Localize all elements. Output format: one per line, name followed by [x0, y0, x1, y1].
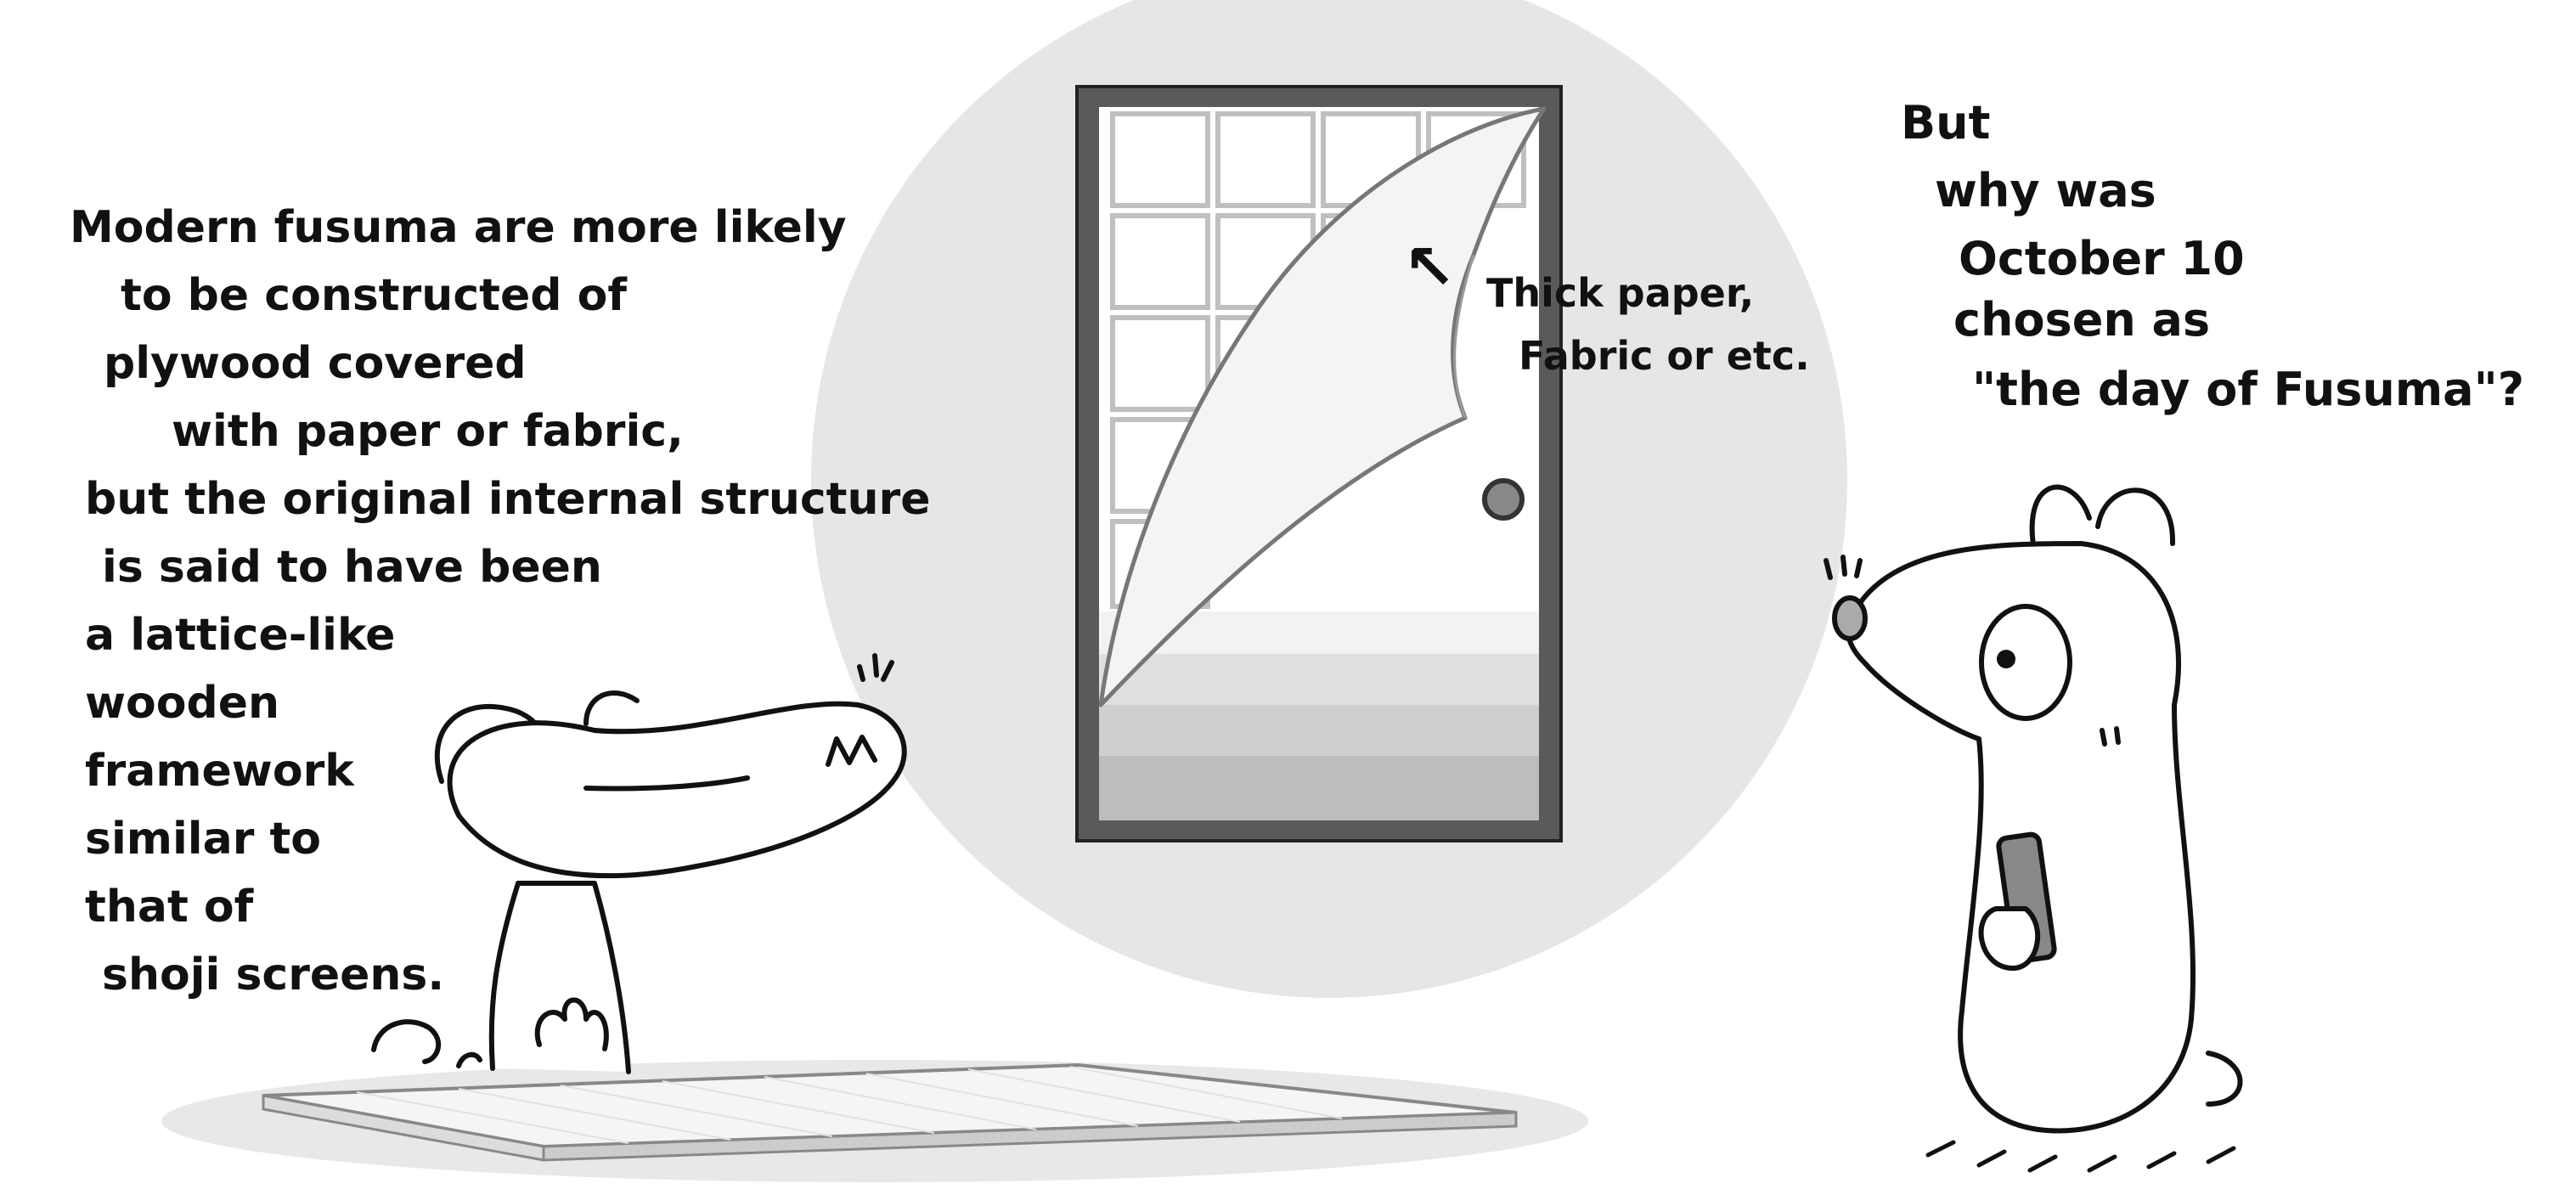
- narration-line: but the original internal structure: [85, 474, 931, 525]
- question-line: But: [1901, 96, 1991, 149]
- door-pull: [1482, 478, 1525, 521]
- callout-arrow-icon: ↖: [1403, 231, 1457, 304]
- question-line: "the day of Fusuma"?: [1972, 363, 2525, 416]
- narration-line: to be constructed of: [121, 270, 627, 321]
- narration-line: framework: [85, 746, 354, 797]
- mouse-character-right: [1823, 484, 2243, 1173]
- narration-line: similar to: [85, 814, 322, 865]
- tatami-mat: [262, 1062, 1518, 1162]
- narration-line: a lattice-like: [85, 610, 396, 661]
- callout-line: Thick paper,: [1486, 270, 1755, 316]
- question-line: why was: [1935, 164, 2156, 217]
- narration-line: wooden: [85, 678, 279, 729]
- narration-line: Modern fusuma are more likely: [70, 202, 847, 253]
- mouse-character-left: [371, 653, 907, 1074]
- narration-line: with paper or fabric,: [172, 406, 684, 457]
- question-line: October 10: [1959, 232, 2245, 285]
- narration-line: plywood covered: [104, 338, 527, 389]
- narration-line: is said to have been: [102, 542, 602, 593]
- narration-line: shoji screens.: [102, 950, 445, 1000]
- narration-line: that of: [85, 882, 254, 933]
- callout-line: Fabric or etc.: [1519, 333, 1810, 379]
- question-line: chosen as: [1953, 293, 2211, 347]
